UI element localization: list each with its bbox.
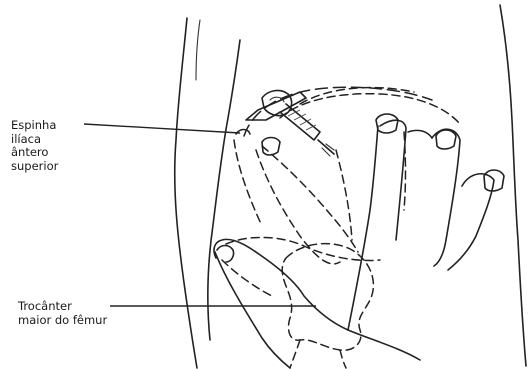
asis-label-line-3: ântero [11,146,58,160]
left-body-contour-inner [196,20,200,80]
palm-outline [214,239,420,360]
middle-finger-left [380,120,406,240]
ring-finger [432,129,460,266]
asis-label: Espinha ilíaca ântero superior [11,119,58,173]
iliac-crest [244,87,432,136]
left-body-contour [175,18,197,368]
asis-label-line-4: superior [11,160,58,174]
hidden-palm-2 [222,260,272,296]
trochanter-label: Trocânter maior do fêmur [18,300,107,327]
nail-4 [262,138,280,156]
middle-finger-right [408,130,432,138]
asis-leader-line [84,124,240,133]
trochanter-label-line-1: Trocânter [18,300,107,314]
syringe [246,91,334,156]
asis-label-line-1: Espinha [11,119,58,133]
hidden-finger-7 [234,140,262,226]
thumb-tip [217,246,234,263]
hidden-finger-5 [336,150,352,240]
hidden-palm-1 [226,237,380,260]
trochanter-label-line-2: maior do fêmur [18,314,107,328]
syringe-plunger [262,91,292,116]
nail-2 [436,130,456,149]
asis-label-line-2: ilíaca [11,133,58,147]
thigh-contour [208,40,240,340]
hidden-finger-1 [280,94,460,124]
nail-1 [376,114,398,133]
femur-shaft [340,350,346,368]
femur-neck [290,340,300,368]
hidden-finger-3 [256,150,340,264]
right-body-contour [500,5,526,366]
hidden-finger-4 [262,146,358,252]
index-finger [348,126,378,330]
